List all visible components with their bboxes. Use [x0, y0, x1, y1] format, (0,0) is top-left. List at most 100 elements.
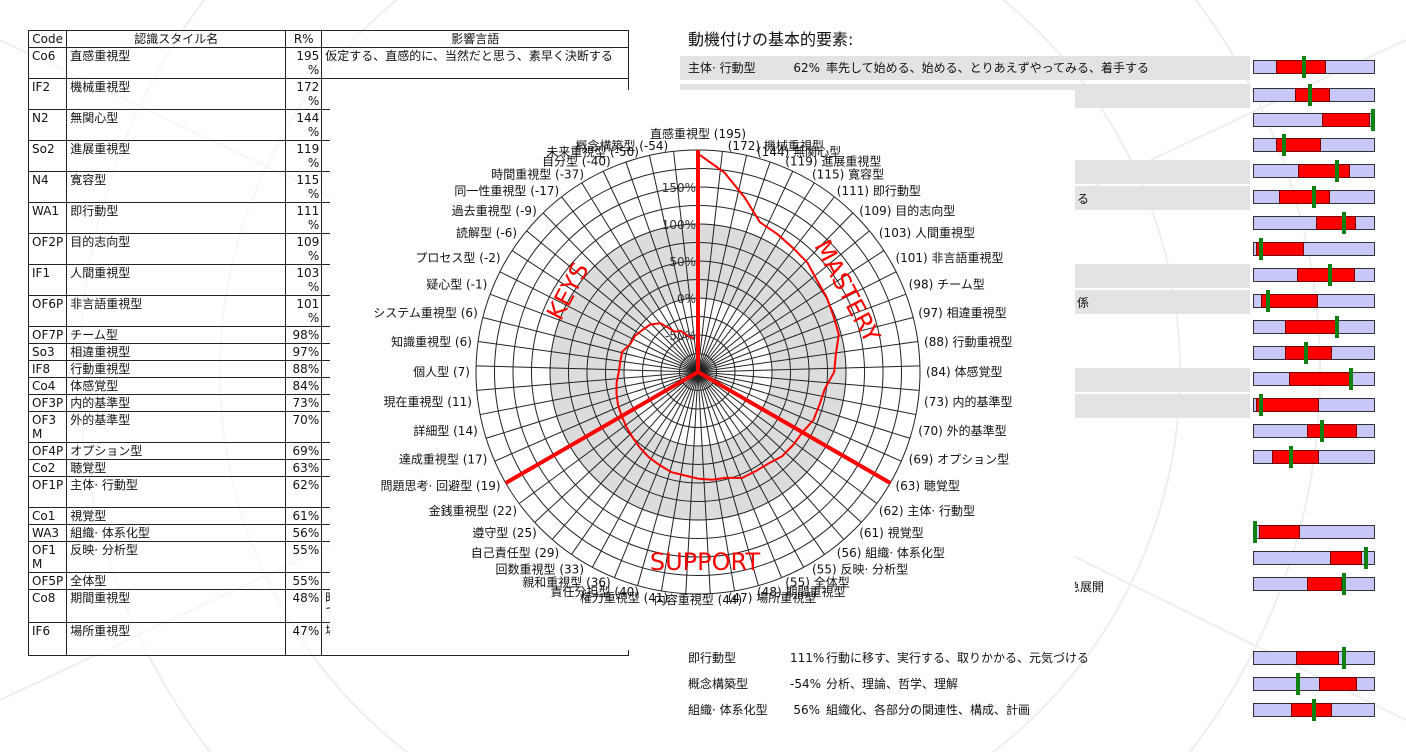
table-header-row: Code 認識スタイル名 R% 影響言語: [27, 30, 630, 48]
motivation-words: 率先して始める、始める、とりあえずやってみる、着手する: [826, 61, 1150, 75]
cell-pct: 144 %: [285, 109, 323, 141]
category-label: (63) 聴覚型: [895, 479, 959, 493]
range-bar: [1253, 316, 1375, 338]
category-label: (115) 寛容型: [812, 167, 884, 182]
category-label: (144) 無関心型: [757, 144, 841, 159]
value-marker: [1342, 647, 1346, 669]
motivation-name: 概念構築型: [688, 677, 749, 691]
cell-pct: 55%: [285, 541, 323, 573]
range-fill: [1322, 113, 1371, 127]
cell-code: Co6: [27, 47, 68, 79]
range-fill: [1272, 450, 1319, 464]
cell-pct: 103 %: [285, 264, 323, 296]
cell-name: 無関心型: [66, 109, 287, 141]
category-label: 概念構築型 (-54): [575, 138, 668, 153]
cell-pct: 119 %: [285, 140, 323, 172]
radar-chart: -50%0%50%100%150%直感重視型 (195)(172) 機械重視型(…: [373, 126, 1012, 607]
cell-pct: 111 %: [285, 202, 323, 234]
category-label: システム重視型 (6): [373, 305, 477, 320]
category-label: プロセス型 (-2): [415, 251, 500, 265]
range-fill: [1298, 164, 1350, 178]
range-bar: [1253, 109, 1375, 131]
category-label: (55) 全体型: [785, 575, 849, 590]
category-label: 親和重視型 (36): [522, 575, 610, 590]
value-marker: [1303, 342, 1308, 364]
range-fill: [1306, 424, 1358, 438]
range-bar: [1253, 238, 1375, 260]
cell-code: Co4: [27, 377, 68, 395]
category-label: 自分型 (-40): [542, 154, 611, 168]
value-marker: [1370, 109, 1375, 131]
category-label: (84) 体感覚型: [926, 364, 1002, 379]
cell-code: OF3 M: [27, 411, 68, 443]
range-fill: [1279, 190, 1330, 204]
motivation-name: 主体· 行動型: [688, 61, 756, 75]
cell-code: Co2: [27, 459, 68, 477]
cell-code: N4: [27, 171, 68, 203]
cell-name: 寛容型: [66, 171, 287, 203]
cell-pct: 84%: [285, 377, 323, 395]
category-label: 同一性重視型 (-17): [454, 183, 559, 198]
range-bar: [1253, 264, 1375, 286]
value-marker: [1259, 394, 1264, 416]
range-fill: [1256, 242, 1305, 256]
value-marker: [1253, 521, 1258, 543]
range-bar: [1253, 647, 1375, 669]
category-label: 個人型 (7): [413, 365, 470, 379]
motivation-pct: 62%: [793, 61, 820, 75]
range-fill: [1296, 651, 1340, 665]
range-bar: [1253, 160, 1375, 182]
radar-chart-panel: -50%0%50%100%150%直感重視型 (195)(172) 機械重視型(…: [330, 90, 1075, 650]
range-bar: [1253, 56, 1375, 78]
cell-code: OF5P: [27, 572, 68, 590]
value-marker: [1349, 368, 1354, 390]
range-fill: [1291, 703, 1332, 717]
category-label: 直感重視型 (195): [650, 126, 746, 141]
motivation-row: 概念構築型-54%分析、理論、哲学、理解: [680, 672, 1250, 696]
category-label: (56) 組織· 体系化型: [837, 546, 945, 560]
category-label: (47) 場所重視型: [728, 590, 816, 605]
category-label: (119) 進展重視型: [785, 153, 881, 168]
range-fill: [1297, 268, 1355, 282]
cell-name: 聴覚型: [66, 459, 287, 477]
cell-code: OF2P: [27, 233, 68, 265]
cell-code: So2: [27, 140, 68, 172]
motivation-partial-text: 急展開: [1068, 580, 1105, 594]
range-bar: [1253, 342, 1375, 364]
cell-name: 即行動型: [66, 202, 287, 234]
value-marker: [1334, 160, 1339, 182]
category-label: (48) 期間重視型: [757, 584, 845, 599]
range-fill: [1256, 398, 1319, 412]
category-label: 金銭重視型 (22): [429, 503, 517, 518]
cell-pct: 48%: [285, 589, 323, 623]
cell-name: 機械重視型: [66, 78, 287, 110]
cell-name: 目的志向型: [66, 233, 287, 265]
category-label: (73) 内的基準型: [924, 394, 1012, 409]
range-bar: [1253, 573, 1375, 595]
category-label: 未来重視型 (-50): [546, 144, 639, 159]
cell-pct: 172 %: [285, 78, 323, 110]
cell-code: WA1: [27, 202, 68, 234]
range-bar: [1253, 368, 1375, 390]
category-label: (172) 機械重視型: [728, 138, 824, 153]
cell-pct: 61%: [285, 507, 323, 525]
value-marker: [1342, 573, 1346, 595]
value-marker: [1312, 699, 1316, 721]
category-label: (55) 反映· 分析型: [812, 562, 908, 576]
cell-name: 全体型: [66, 572, 287, 590]
header-words: 影響言語: [321, 30, 630, 48]
value-marker: [1308, 84, 1313, 106]
range-bar: [1253, 84, 1375, 106]
cell-pct: 47%: [285, 622, 323, 656]
cell-code: IF2: [27, 78, 68, 110]
cell-name: 主体· 行動型: [66, 476, 287, 508]
value-marker: [1327, 264, 1332, 286]
motivation-partial-text: 係: [1077, 296, 1090, 310]
cell-code: IF1: [27, 264, 68, 296]
range-bar: [1253, 420, 1375, 442]
cell-code: OF1 M: [27, 541, 68, 573]
range-fill: [1285, 346, 1332, 360]
range-bar: [1253, 673, 1375, 695]
